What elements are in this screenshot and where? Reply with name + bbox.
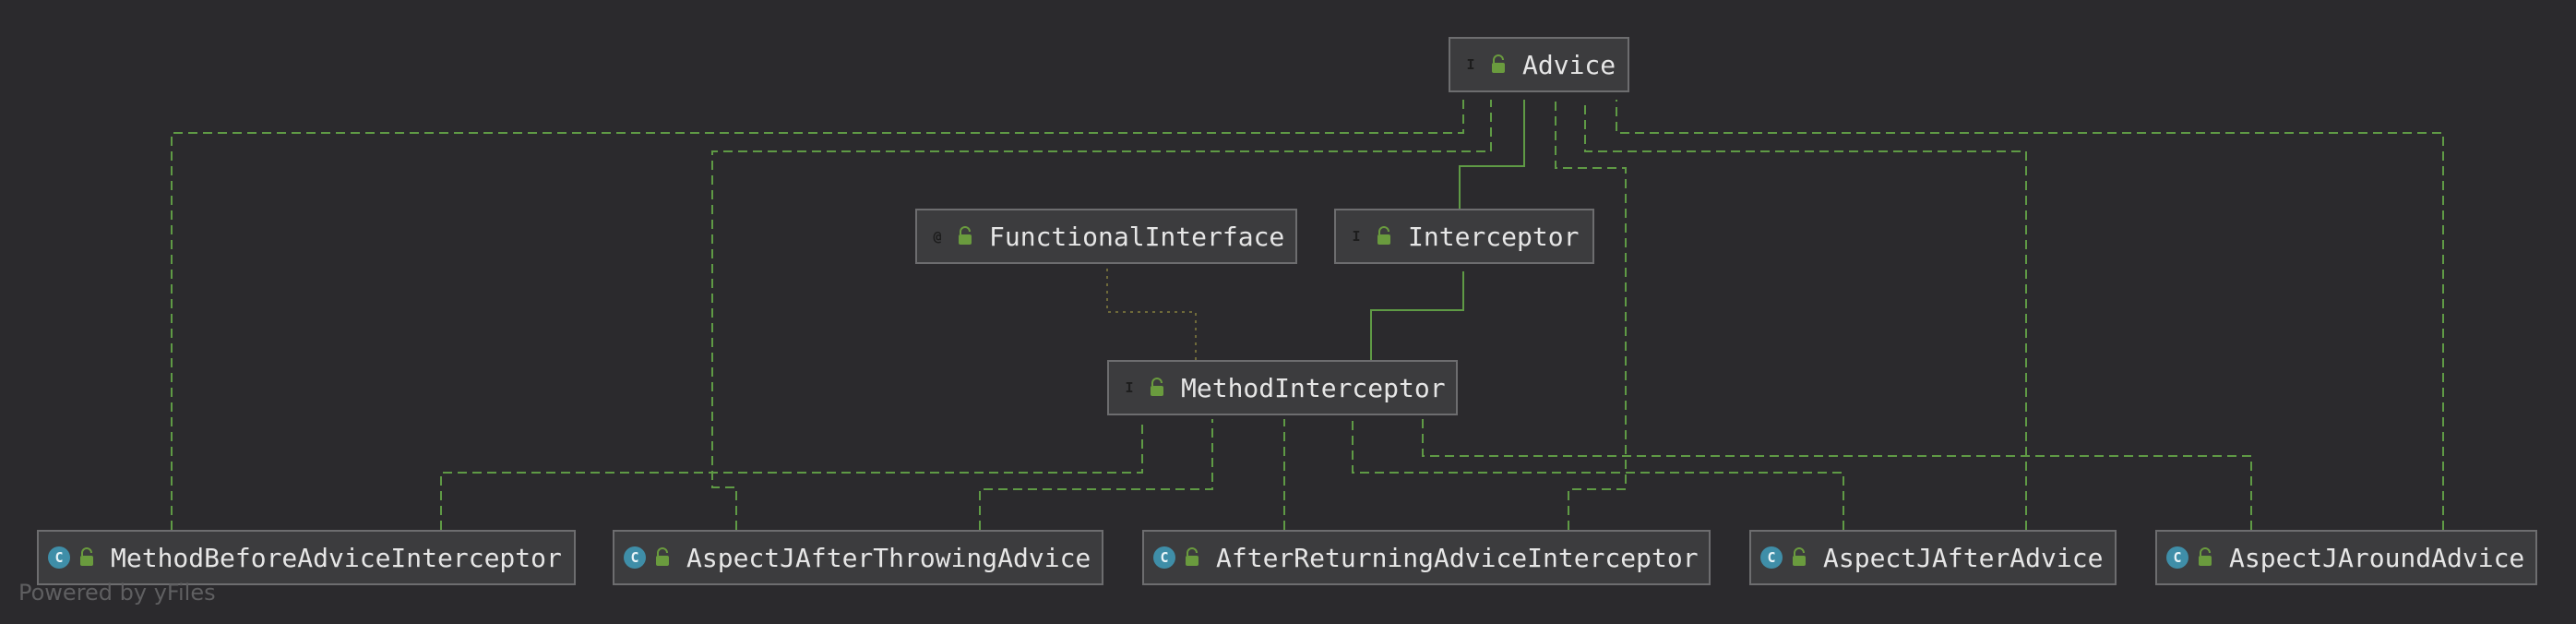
lock-icon: [1151, 378, 1163, 396]
node-label: MethodBeforeAdviceInterceptor: [111, 542, 562, 573]
lock-icon: [959, 226, 972, 245]
edge-ajar-methodinterceptor: [1422, 419, 2252, 530]
node-functional-interface[interactable]: @ FunctionalInterface: [915, 209, 1297, 264]
edge-ajata-methodinterceptor: [979, 419, 1213, 530]
class-icon: C: [624, 546, 646, 569]
lock-icon: [656, 547, 669, 566]
node-advice[interactable]: I Advice: [1449, 37, 1629, 92]
lock-icon: [2199, 547, 2212, 566]
node-label: MethodInterceptor: [1181, 372, 1446, 403]
footer-credit: Powered by yFiles: [18, 580, 216, 606]
edge-mbai-advice: [171, 100, 1464, 530]
lock-icon: [1793, 547, 1806, 566]
edge-ajata-advice: [711, 100, 1492, 530]
class-icon: C: [48, 546, 70, 569]
node-method-interceptor[interactable]: I MethodInterceptor: [1107, 360, 1458, 415]
lock-icon: [80, 547, 93, 566]
interface-icon: I: [1352, 228, 1361, 245]
node-label: Interceptor: [1408, 221, 1580, 252]
node-method-before-advice-interceptor[interactable]: C MethodBeforeAdviceInterceptor: [37, 530, 576, 585]
lock-icon: [1186, 547, 1199, 566]
node-label: FunctionalInterface: [989, 221, 1285, 252]
class-icon: C: [1760, 546, 1783, 569]
edge-mbai-methodinterceptor: [440, 419, 1143, 530]
node-aspectj-after-throwing-advice[interactable]: C AspectJAfterThrowingAdvice: [613, 530, 1103, 585]
node-label: Advice: [1522, 49, 1616, 80]
node-aspectj-after-advice[interactable]: C AspectJAfterAdvice: [1749, 530, 2117, 585]
edge-ajaa-advice: [1584, 100, 2027, 530]
interface-icon: I: [1466, 56, 1475, 73]
node-aspectj-around-advice[interactable]: C AspectJAroundAdvice: [2155, 530, 2537, 585]
edge-ajaa-methodinterceptor: [1352, 419, 1844, 530]
class-icon: C: [1153, 546, 1175, 569]
node-label: AspectJAroundAdvice: [2229, 542, 2525, 573]
edge-ajar-advice: [1616, 100, 2444, 530]
node-after-returning-advice-interceptor[interactable]: C AfterReturningAdviceInterceptor: [1142, 530, 1711, 585]
node-label: AfterReturningAdviceInterceptor: [1216, 542, 1699, 573]
edge-interceptor-advice: [1459, 100, 1525, 209]
interface-icon: I: [1125, 379, 1134, 396]
class-icon: C: [2166, 546, 2188, 569]
node-label: AspectJAfterThrowingAdvice: [686, 542, 1091, 573]
node-interceptor[interactable]: I Interceptor: [1334, 209, 1594, 264]
lock-icon: [1377, 226, 1390, 245]
annotation-icon: @: [933, 228, 942, 245]
edge-arai-advice: [1555, 100, 1627, 530]
node-label: AspectJAfterAdvice: [1823, 542, 2104, 573]
lock-icon: [1492, 54, 1505, 73]
edge-methodinterceptor-interceptor: [1370, 271, 1464, 360]
edge-methodinterceptor-functionalinterface: [1106, 264, 1197, 360]
